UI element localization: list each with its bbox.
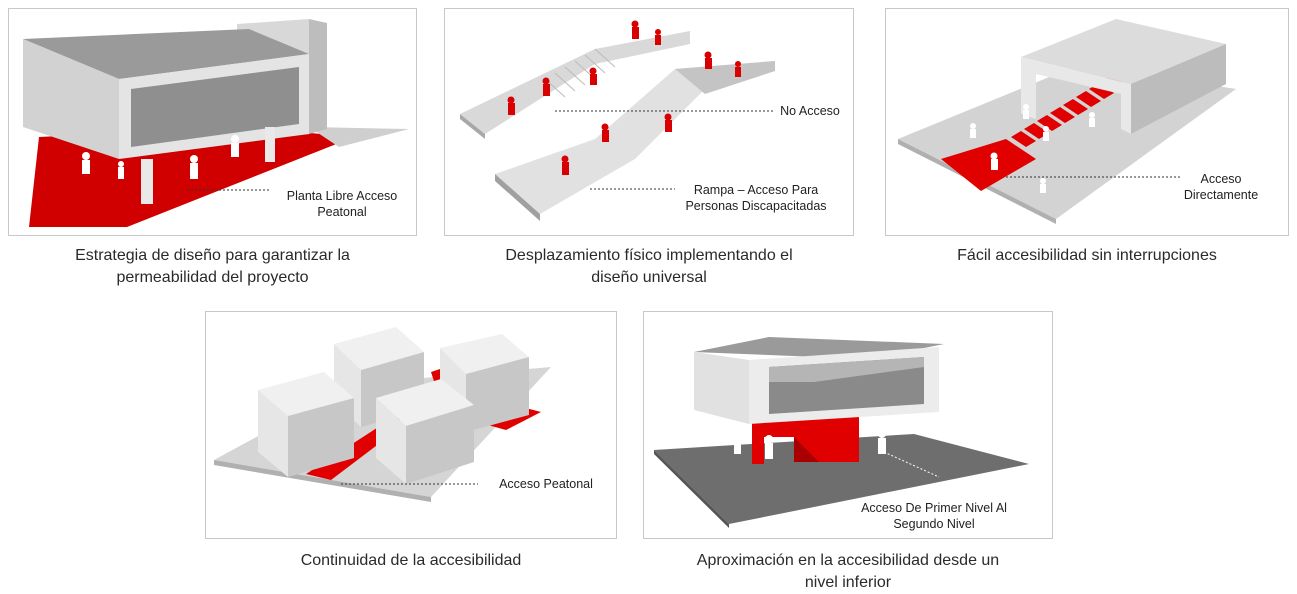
annotation-line: Acceso Peatonal: [499, 477, 593, 491]
annotation-line: No Acceso: [780, 104, 840, 118]
caption-line: Estrategia de diseño para garantizar la: [75, 247, 350, 264]
caption-line: Continuidad de la accesibilidad: [300, 552, 522, 569]
annotation-acceso-peatonal: Acceso Peatonal: [481, 476, 611, 492]
planta-libre-illustration: [23, 19, 409, 227]
annotation-line: Directamente: [1183, 188, 1259, 202]
annotation-line: Segundo Nivel: [893, 517, 975, 531]
annotation-line: Acceso: [1200, 172, 1242, 186]
rampa-illustration: [460, 20, 775, 221]
diagram-panel-acceso-directo: Acceso Directamente: [885, 8, 1289, 236]
caption-planta-libre: Estrategia de diseño para garantizar la …: [8, 245, 417, 289]
annotation-planta-libre: Planta Libre Acceso Peatonal: [267, 188, 416, 220]
annotation-line: Personas Discapacitadas: [685, 199, 827, 213]
annotation-acceso-directo: Acceso Directamente: [1156, 171, 1286, 203]
diagram-panel-planta-libre: Planta Libre Acceso Peatonal: [8, 8, 417, 236]
caption-line: permeabilidad del proyecto: [116, 269, 309, 286]
diagram-panel-aproximacion: Acceso De Primer Nivel Al Segundo Nivel: [643, 311, 1053, 539]
annotation-line: Rampa – Acceso Para: [693, 183, 819, 197]
caption-line: Aproximación en la accesibilidad desde u…: [696, 552, 1000, 569]
caption-line: nivel inferior: [804, 574, 892, 591]
aproximacion-illustration: [654, 337, 1029, 528]
annotation-line: Peatonal: [317, 205, 367, 219]
diagram-panel-rampa: No Acceso Rampa – Acceso Para Personas D…: [444, 8, 854, 236]
caption-continuidad: Continuidad de la accesibilidad: [205, 550, 617, 572]
annotation-primer-nivel: Acceso De Primer Nivel Al Segundo Nivel: [839, 500, 1029, 532]
caption-line: diseño universal: [591, 269, 707, 286]
caption-aproximacion: Aproximación en la accesibilidad desde u…: [643, 550, 1053, 594]
continuidad-illustration: [214, 327, 551, 502]
annotation-rampa: Rampa – Acceso Para Personas Discapacita…: [667, 182, 845, 214]
annotation-line: Planta Libre Acceso: [286, 189, 398, 203]
caption-rampa: Desplazamiento físico implementando el d…: [444, 245, 854, 289]
annotation-line: Acceso De Primer Nivel Al: [861, 501, 1007, 515]
caption-acceso-directo: Fácil accesibilidad sin interrupciones: [885, 245, 1289, 267]
caption-line: Fácil accesibilidad sin interrupciones: [957, 247, 1217, 264]
diagram-panel-continuidad: Acceso Peatonal: [205, 311, 617, 539]
caption-line: Desplazamiento físico implementando el: [505, 247, 793, 264]
acceso-directo-illustration: [898, 19, 1236, 224]
annotation-no-acceso: No Acceso: [765, 103, 853, 119]
